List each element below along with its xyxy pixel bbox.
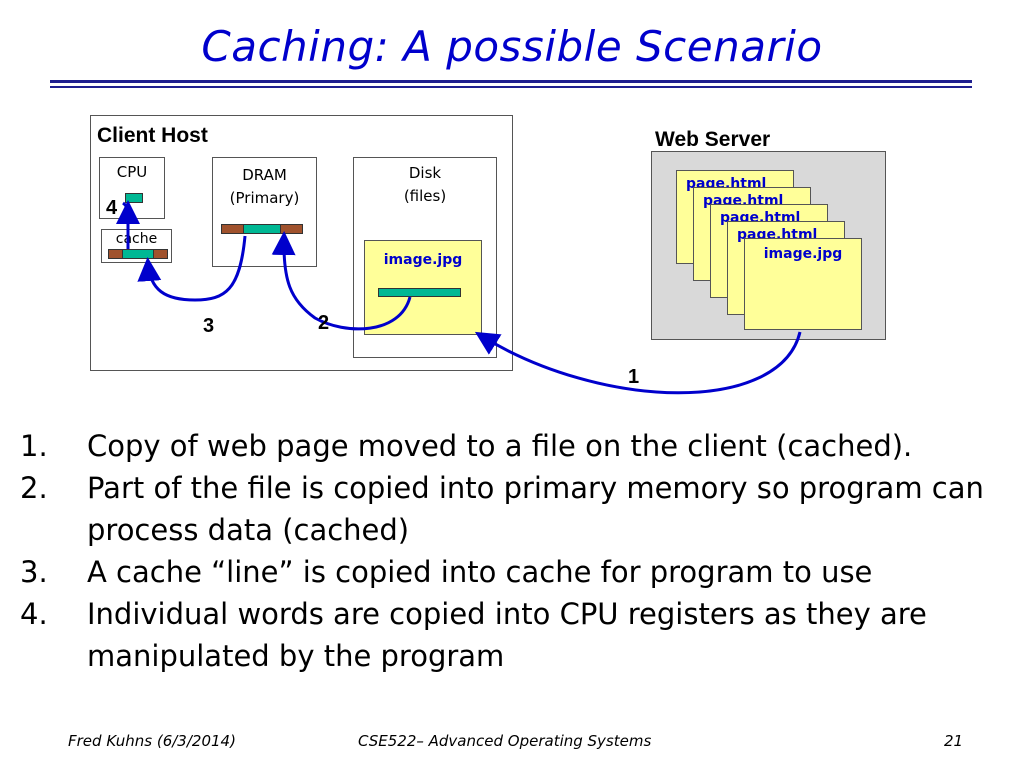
- disk-sublabel: (files): [403, 187, 447, 205]
- list-item-number: 1.: [20, 429, 48, 463]
- list-item-number: 2.: [20, 471, 48, 505]
- arrow-step-3: [137, 235, 247, 302]
- disk-label: Disk: [408, 164, 442, 182]
- cache-label: cache: [115, 231, 158, 247]
- footer-course: CSE522– Advanced Operating Systems: [358, 732, 652, 750]
- list-item: 3. A cache “line” is copied into cache fo…: [20, 551, 1010, 593]
- web-server-label: Web Server: [655, 128, 771, 151]
- list-item-number: 3.: [20, 555, 48, 589]
- step-label-2: 2: [318, 312, 330, 334]
- list-item-text: A cache “line” is copied into cache for …: [87, 555, 873, 589]
- list-item: 4. Individual words are copied into CPU r…: [20, 593, 1010, 677]
- list-item-text: Copy of web page moved to a file on the …: [87, 429, 913, 463]
- title-divider: [50, 80, 972, 83]
- dram-cache-line: [243, 224, 281, 234]
- title-divider-secondary: [50, 86, 972, 88]
- dram-label: DRAM: [242, 166, 287, 184]
- data-flow-arrows: [116, 200, 802, 395]
- step-label-1: 1: [628, 366, 640, 388]
- client-host-label: Client Host: [97, 124, 208, 147]
- list-item-number: 4.: [20, 597, 48, 631]
- list-item-text: Part of the file is copied into primary …: [87, 471, 984, 547]
- arrow-step-1: [474, 331, 802, 395]
- arrow-step-2: [271, 231, 412, 331]
- cpu-label: CPU: [116, 163, 148, 181]
- step-label-3: 3: [203, 315, 215, 337]
- list-item: 1. Copy of web page moved to a file on th…: [20, 425, 1010, 467]
- caching-steps-list: 1. Copy of web page moved to a file on th…: [20, 425, 1010, 677]
- dram-box: [212, 157, 317, 267]
- server-front-file-label: image.jpg: [763, 246, 843, 262]
- disk-file-data: [378, 288, 461, 297]
- footer-author: Fred Kuhns (6/3/2014): [68, 732, 236, 750]
- list-item-text: Individual words are copied into CPU reg…: [87, 597, 927, 673]
- disk-file-name: image.jpg: [383, 252, 463, 268]
- cpu-register-number: 4: [106, 197, 118, 219]
- server-page-front: [744, 238, 862, 330]
- page-title: Caching: A possible Scenario: [201, 22, 823, 71]
- disk-file: [364, 240, 482, 335]
- footer-page-number: 21: [944, 732, 964, 750]
- list-item: 2. Part of the file is copied into primar…: [20, 467, 1010, 551]
- dram-sublabel: (Primary): [229, 189, 300, 207]
